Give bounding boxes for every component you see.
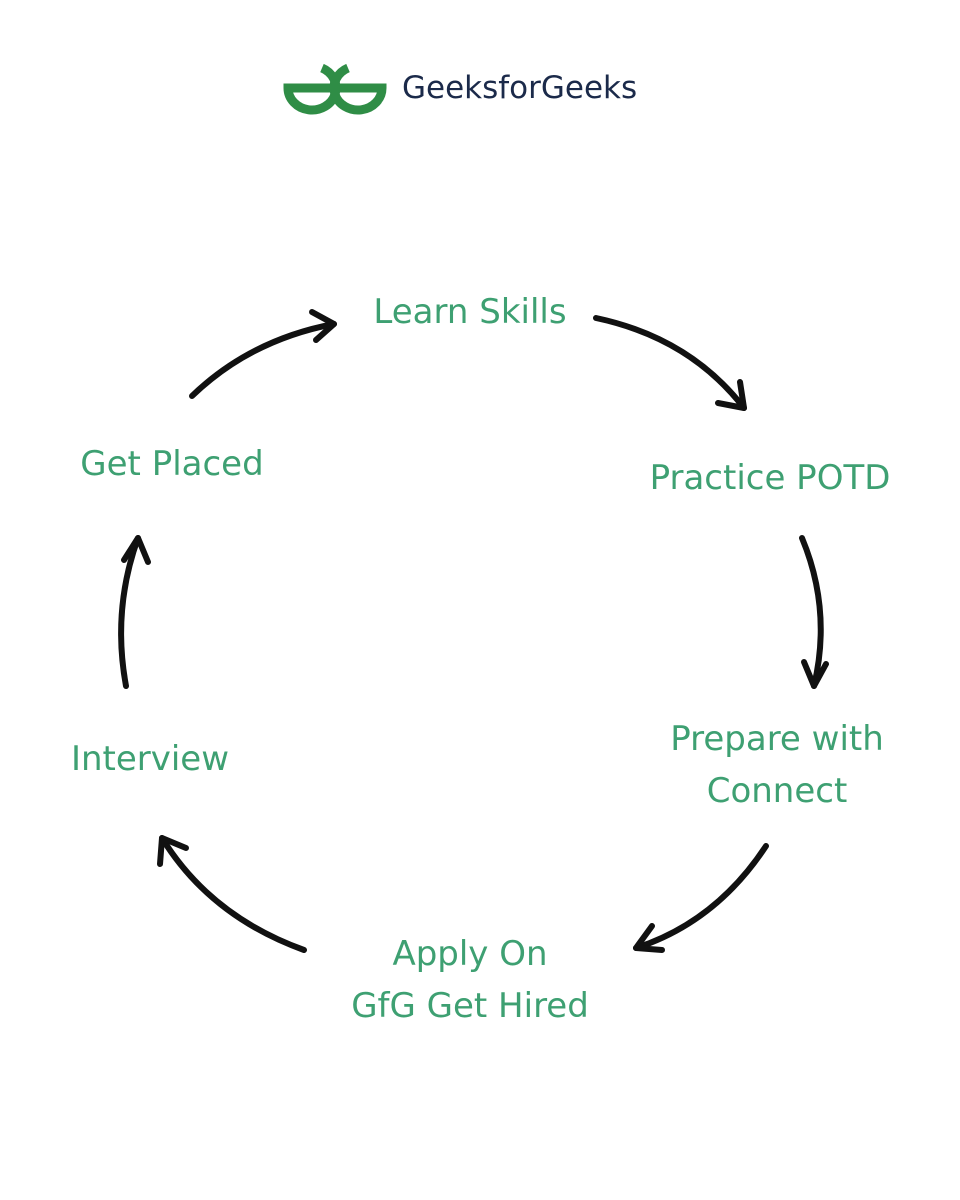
step-interview: Interview bbox=[50, 733, 250, 785]
arrow-practice-to-prepare-icon bbox=[799, 535, 829, 689]
header: GeeksforGeeks bbox=[0, 0, 960, 180]
step-label-line-2: GfG Get Hired bbox=[351, 986, 589, 1026]
step-prepare-with-connect: Prepare with Connect bbox=[652, 713, 902, 817]
step-get-placed: Get Placed bbox=[66, 438, 278, 490]
step-practice-potd: Practice POTD bbox=[640, 452, 900, 504]
step-label: Interview bbox=[70, 739, 230, 779]
brand-name: GeeksforGeeks bbox=[402, 70, 638, 106]
step-label: Learn Skills bbox=[373, 292, 567, 332]
gfg-logo-icon bbox=[283, 63, 387, 115]
arrow-prepare-to-apply-icon bbox=[633, 843, 769, 953]
arrow-placed-to-learn-icon bbox=[189, 309, 337, 399]
arrow-learn-to-practice-icon bbox=[593, 315, 747, 411]
step-label: Practice POTD bbox=[649, 458, 891, 498]
brand-logo[interactable]: GeeksforGeeks bbox=[282, 58, 682, 118]
arrow-apply-to-interview-icon bbox=[157, 835, 307, 953]
step-label: Get Placed bbox=[80, 444, 264, 484]
step-learn-skills: Learn Skills bbox=[360, 286, 580, 338]
step-apply-on-gfg: Apply On GfG Get Hired bbox=[330, 928, 610, 1032]
step-label-line-1: Prepare with bbox=[670, 719, 884, 759]
step-label-line-1: Apply On bbox=[392, 934, 548, 974]
arrow-interview-to-placed-icon bbox=[118, 535, 151, 689]
step-label-line-2: Connect bbox=[706, 771, 848, 811]
